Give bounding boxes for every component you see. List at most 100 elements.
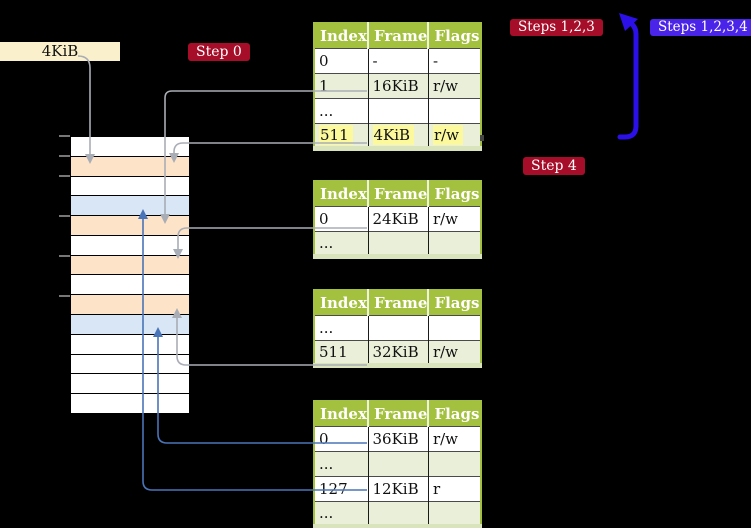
table-cell: r/w bbox=[427, 205, 482, 231]
highlighted-value: r/w bbox=[432, 124, 464, 145]
memory-frame-blue bbox=[71, 315, 189, 335]
memory-frame-peach bbox=[71, 216, 189, 236]
table-cell: 4KiB bbox=[367, 122, 429, 148]
table-cell: ... bbox=[314, 314, 368, 340]
memory-frame-blue bbox=[71, 196, 189, 217]
badge-step-0: Step 0 bbox=[188, 43, 250, 61]
column-header: Flags bbox=[427, 181, 482, 206]
column-header: Flags bbox=[427, 23, 482, 48]
steps-loop-arrow-head bbox=[619, 13, 638, 31]
table-cell bbox=[367, 500, 429, 526]
table-row: ... bbox=[314, 314, 482, 340]
badge-steps-1-2-3: Steps 1,2,3 bbox=[510, 19, 603, 36]
column-header: Frame bbox=[366, 401, 429, 426]
frame-size-label: 4KiB bbox=[0, 42, 120, 61]
table-cell bbox=[427, 230, 482, 256]
memory-frame-white bbox=[71, 354, 189, 375]
memory-frame-white bbox=[71, 235, 189, 256]
table-row: ... bbox=[314, 500, 482, 526]
column-header: Index bbox=[314, 401, 368, 426]
column-header: Flags bbox=[427, 290, 482, 315]
table-cell: r bbox=[427, 475, 482, 501]
table-cell bbox=[367, 450, 429, 476]
badge-steps-1-2-3-4: Steps 1,2,3,4 bbox=[650, 19, 751, 36]
table-cell: 32KiB bbox=[367, 339, 429, 365]
ruler-tick bbox=[59, 135, 70, 137]
table-cell: 511 bbox=[314, 122, 368, 148]
table-cell bbox=[427, 97, 482, 123]
table-cell: 16KiB bbox=[367, 72, 429, 98]
table-cell: 36KiB bbox=[367, 425, 429, 451]
column-header: Frame bbox=[366, 290, 429, 315]
table-cell: ... bbox=[314, 230, 368, 256]
table-cell: 12KiB bbox=[367, 475, 429, 501]
table-cell: ... bbox=[314, 97, 368, 123]
ruler-tick bbox=[59, 215, 70, 217]
table-cell bbox=[367, 230, 429, 256]
table-cell bbox=[427, 450, 482, 476]
table-cell: 511 bbox=[314, 339, 368, 365]
memory-frame-white bbox=[71, 275, 189, 296]
memory-frame-white bbox=[71, 374, 189, 395]
ruler-tick bbox=[59, 155, 70, 157]
table-cell: r/w bbox=[427, 72, 482, 98]
table-cell: - bbox=[367, 47, 429, 73]
ruler-tick bbox=[59, 295, 70, 297]
column-header: Index bbox=[314, 181, 368, 206]
table-cell: - bbox=[427, 47, 482, 73]
table-cell: ... bbox=[314, 450, 368, 476]
table-cell bbox=[427, 314, 482, 340]
highlighted-value: 511 bbox=[319, 124, 353, 145]
table-cell: 127 bbox=[314, 475, 368, 501]
column-header: Frame bbox=[366, 181, 429, 206]
table-cell bbox=[427, 500, 482, 526]
table-cell: 1 bbox=[314, 72, 368, 98]
column-header: Index bbox=[314, 23, 368, 48]
steps-loop-arrow-shaft bbox=[617, 19, 639, 140]
column-header: Flags bbox=[427, 401, 482, 426]
memory-frame-peach bbox=[71, 156, 189, 177]
highlighted-value: 4KiB bbox=[372, 124, 415, 145]
table-cell: 24KiB bbox=[367, 205, 429, 231]
table-row: ... bbox=[314, 230, 482, 256]
memory-frame-peach bbox=[71, 295, 189, 316]
table-row: 0-- bbox=[314, 47, 482, 73]
table-cell: 0 bbox=[314, 47, 368, 73]
table-row: ... bbox=[314, 450, 482, 476]
memory-frame-white bbox=[71, 137, 189, 157]
table-cell: r/w bbox=[427, 425, 482, 451]
table-cell bbox=[367, 314, 429, 340]
table-cell bbox=[367, 97, 429, 123]
table-cell: 0 bbox=[314, 425, 368, 451]
table-cell: ... bbox=[314, 500, 368, 526]
badge-step-4: Step 4 bbox=[523, 157, 585, 175]
ruler-tick bbox=[59, 175, 70, 177]
memory-frame-white bbox=[71, 176, 189, 197]
column-header: Frame bbox=[366, 23, 429, 48]
physical-memory-strip bbox=[70, 136, 190, 414]
memory-frame-white bbox=[71, 394, 189, 413]
table-row: ... bbox=[314, 97, 482, 123]
table-cell: r/w bbox=[427, 339, 482, 365]
table-row: 511 4KiB r/w bbox=[314, 122, 482, 148]
memory-frame-peach bbox=[71, 255, 189, 276]
column-header: Index bbox=[314, 290, 368, 315]
